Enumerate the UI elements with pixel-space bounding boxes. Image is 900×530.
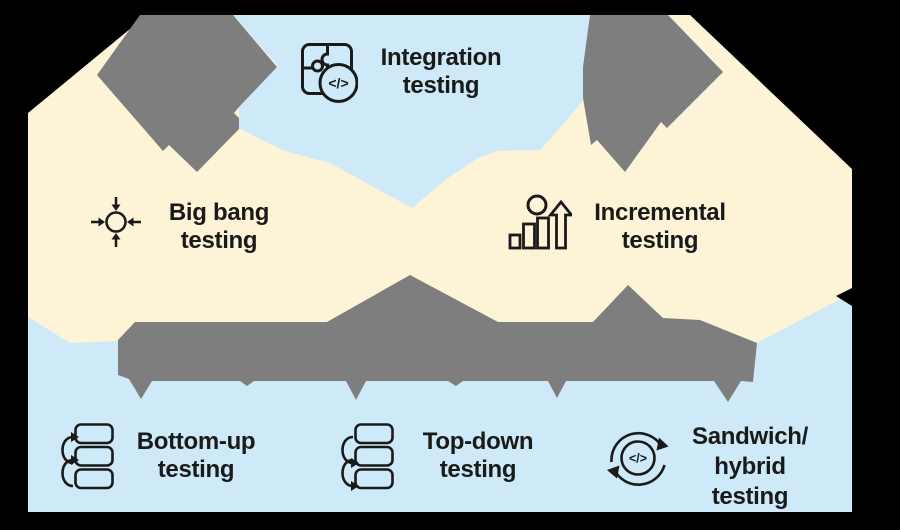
incremental-testing-label: Incremental testing (594, 199, 726, 254)
arrow-incremental-to-bottom-row (118, 275, 757, 402)
growth-chart-icon (508, 194, 572, 250)
stacked-boxes-up-icon (61, 423, 114, 490)
code-glyph: </> (328, 75, 348, 91)
stacked-boxes-down-icon (341, 423, 394, 491)
arrow-integration-to-incremental (583, 15, 723, 172)
top-down-testing-label: Top-down testing (422, 428, 534, 483)
arrow-integration-to-bigbang (97, 15, 277, 172)
puzzle-code-icon: </> (301, 43, 358, 103)
cycle-code-icon: </> (607, 431, 669, 486)
sandwich-hybrid-testing-label: Sandwich/ hybrid testing (692, 423, 808, 510)
big-bang-testing-label: Big bang testing (168, 199, 270, 254)
black-notch-right (836, 288, 852, 306)
code-glyph: </> (629, 452, 647, 466)
bottom-up-testing-label: Bottom-up testing (136, 428, 256, 483)
integration-testing-label: Integration testing (380, 44, 502, 99)
converging-arrows-icon (91, 197, 141, 247)
